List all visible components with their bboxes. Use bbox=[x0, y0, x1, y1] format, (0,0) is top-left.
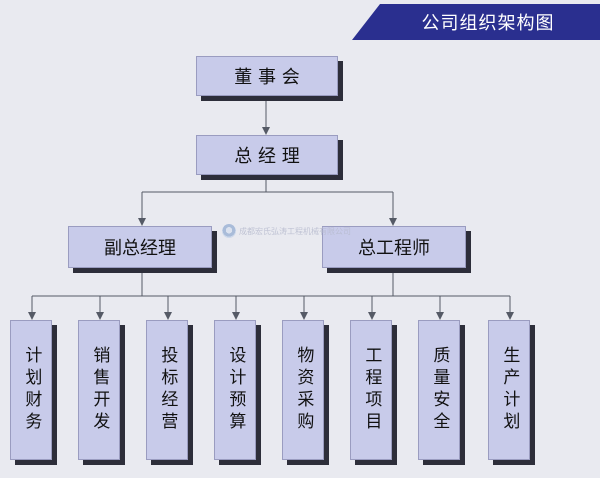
dept-production-planning: 生产计划 bbox=[488, 320, 530, 460]
chart-title: 公司组织架构图 bbox=[421, 13, 555, 34]
dept-quality-safety: 质量安全 bbox=[418, 320, 460, 460]
dept-label: 设计预算 bbox=[225, 346, 246, 434]
dept-label: 销售开发 bbox=[89, 346, 110, 434]
chart-title-banner: 公司组织架构图 bbox=[352, 4, 600, 40]
node-deputy-general-manager-label: 副总经理 bbox=[104, 238, 176, 259]
dept-label: 计划财务 bbox=[21, 346, 42, 434]
node-board-label: 董 事 会 bbox=[234, 67, 300, 88]
node-general-manager: 总 经 理 bbox=[196, 135, 338, 175]
dept-label: 投标经营 bbox=[157, 346, 178, 434]
dept-bidding-operations: 投标经营 bbox=[146, 320, 188, 460]
watermark: 成都宏氏弘涛工程机械有限公司 bbox=[222, 224, 351, 238]
node-deputy-general-manager: 副总经理 bbox=[68, 226, 212, 268]
node-chief-engineer-label: 总工程师 bbox=[358, 238, 430, 259]
dept-design-budget: 设计预算 bbox=[214, 320, 256, 460]
watermark-logo-icon bbox=[222, 224, 236, 238]
node-chief-engineer: 总工程师 bbox=[322, 226, 466, 268]
dept-sales-development: 销售开发 bbox=[78, 320, 120, 460]
dept-label: 生产计划 bbox=[499, 346, 520, 434]
node-general-manager-label: 总 经 理 bbox=[234, 146, 300, 167]
dept-label: 物资采购 bbox=[293, 346, 314, 434]
dept-label: 工程项目 bbox=[361, 346, 382, 434]
dept-materials-procurement: 物资采购 bbox=[282, 320, 324, 460]
node-board: 董 事 会 bbox=[196, 56, 338, 96]
watermark-text: 成都宏氏弘涛工程机械有限公司 bbox=[239, 226, 351, 236]
dept-finance-planning: 计划财务 bbox=[10, 320, 52, 460]
dept-label: 质量安全 bbox=[429, 346, 450, 434]
dept-engineering-projects: 工程项目 bbox=[350, 320, 392, 460]
